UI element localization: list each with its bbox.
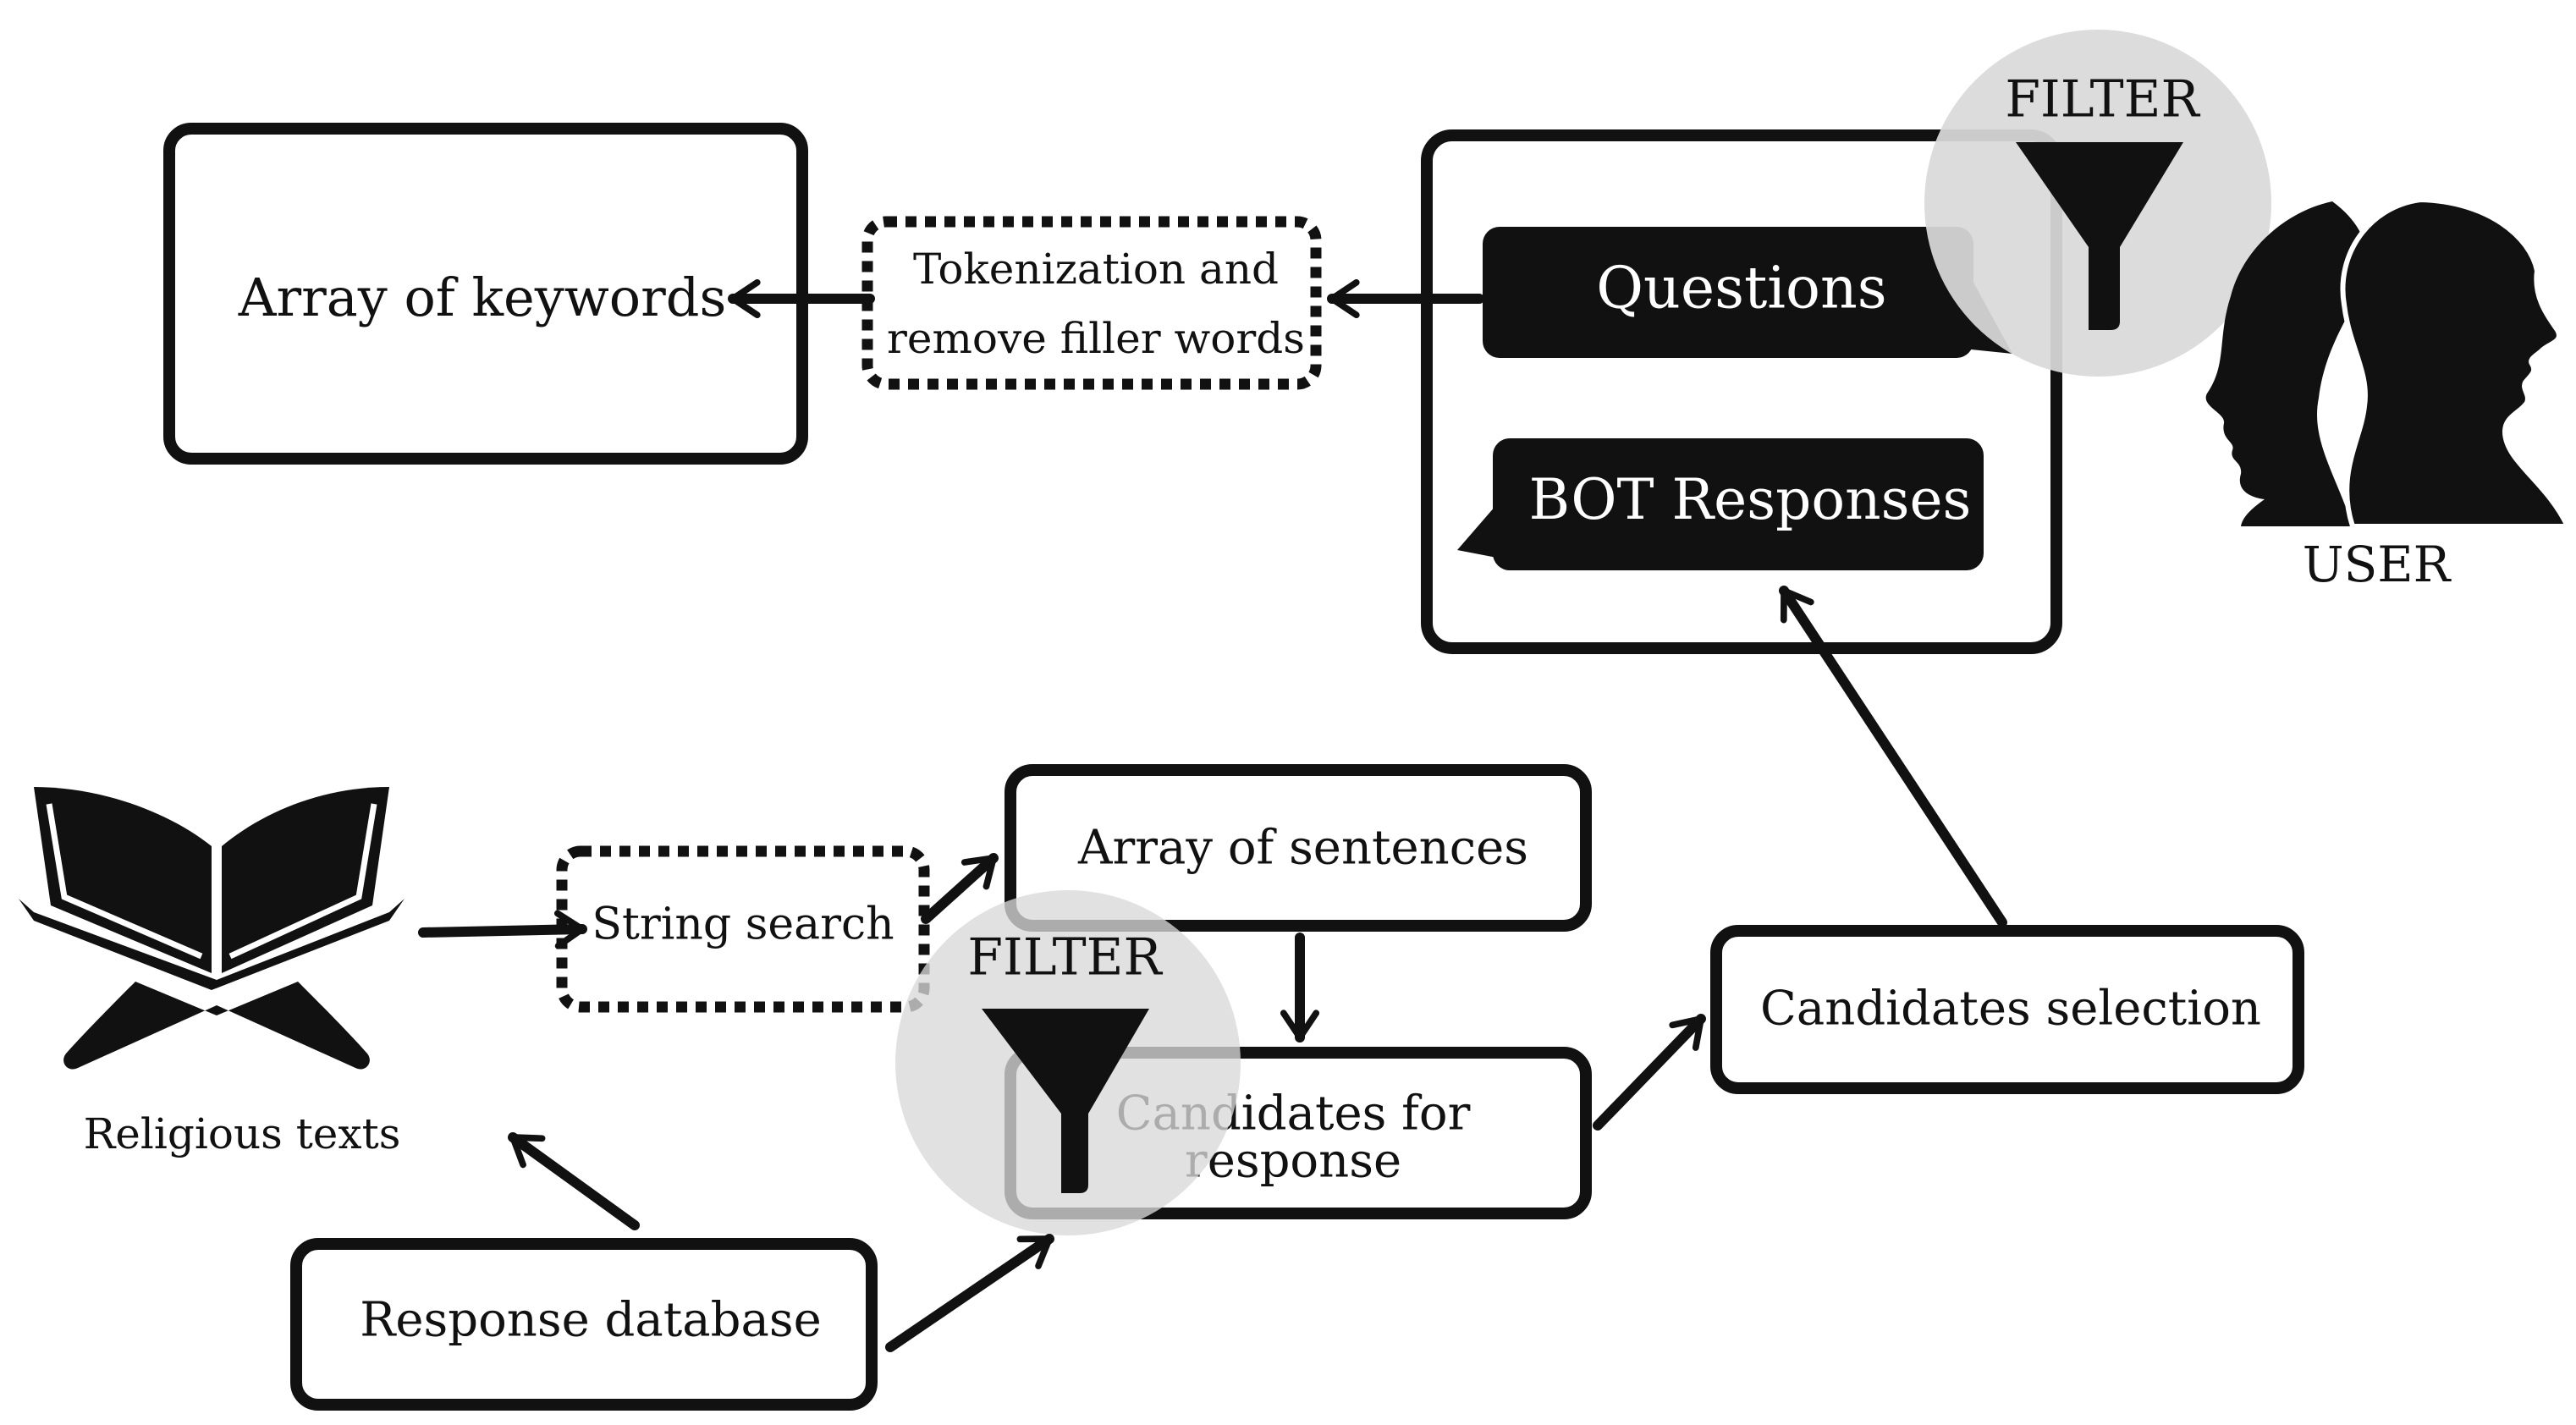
user-back-head-silhouette [2205, 201, 2368, 526]
arrow-database-to-religious-texts [508, 1132, 640, 1230]
book-stand-icon [63, 982, 370, 1070]
filter-bottom: FILTER [895, 890, 1241, 1235]
user-front-head-silhouette [2340, 196, 2572, 529]
funnel-icon [2016, 142, 2183, 330]
arrow-selection-to-bot-responses [1779, 586, 2007, 927]
arrow-book-to-string-search [418, 910, 587, 949]
filter-top: FILTER [1924, 30, 2271, 377]
array-of-keywords-node: Array of keywords [163, 123, 808, 465]
arrow-candidates-to-selection [1593, 1014, 1706, 1131]
array-of-sentences-label: Array of sentences [1077, 821, 1528, 876]
array-of-keywords-label: Array of keywords [238, 267, 727, 328]
chat-window-node: Questions BOT Responses [1421, 129, 2062, 654]
questions-bubble: Questions [1483, 227, 2012, 358]
tokenization-node: Tokenization and remove filler words [861, 216, 1322, 390]
string-search-label: String search [592, 900, 894, 950]
religious-texts-label: Religious texts [84, 1109, 401, 1158]
arrow-database-to-candidates [885, 1234, 1054, 1352]
response-database-label: Response database [360, 1293, 822, 1348]
open-book-icon [34, 787, 212, 973]
questions-label: Questions [1596, 256, 1886, 322]
funnel-icon [982, 1009, 1149, 1193]
tokenization-label-line2: remove filler words [887, 314, 1305, 363]
filter-bottom-label: FILTER [967, 928, 1163, 988]
bot-responses-label: BOT Responses [1529, 467, 1972, 532]
religious-texts-icon: Religious texts [19, 787, 405, 1158]
arrow-string-search-to-sentences [921, 853, 999, 924]
user-label: USER [2303, 536, 2452, 593]
user-icon: USER [2205, 196, 2572, 593]
candidates-selection-node: Candidates selection [1710, 925, 2304, 1094]
array-of-sentences-node: Array of sentences [1005, 764, 1592, 932]
response-database-node: Response database [290, 1238, 878, 1411]
string-search-node: String search [556, 845, 930, 1013]
candidates-selection-label: Candidates selection [1760, 982, 2261, 1037]
bot-responses-bubble: BOT Responses [1457, 438, 1984, 570]
filter-top-label: FILTER [2005, 70, 2200, 129]
tokenization-label-line1: Tokenization and [913, 245, 1279, 294]
